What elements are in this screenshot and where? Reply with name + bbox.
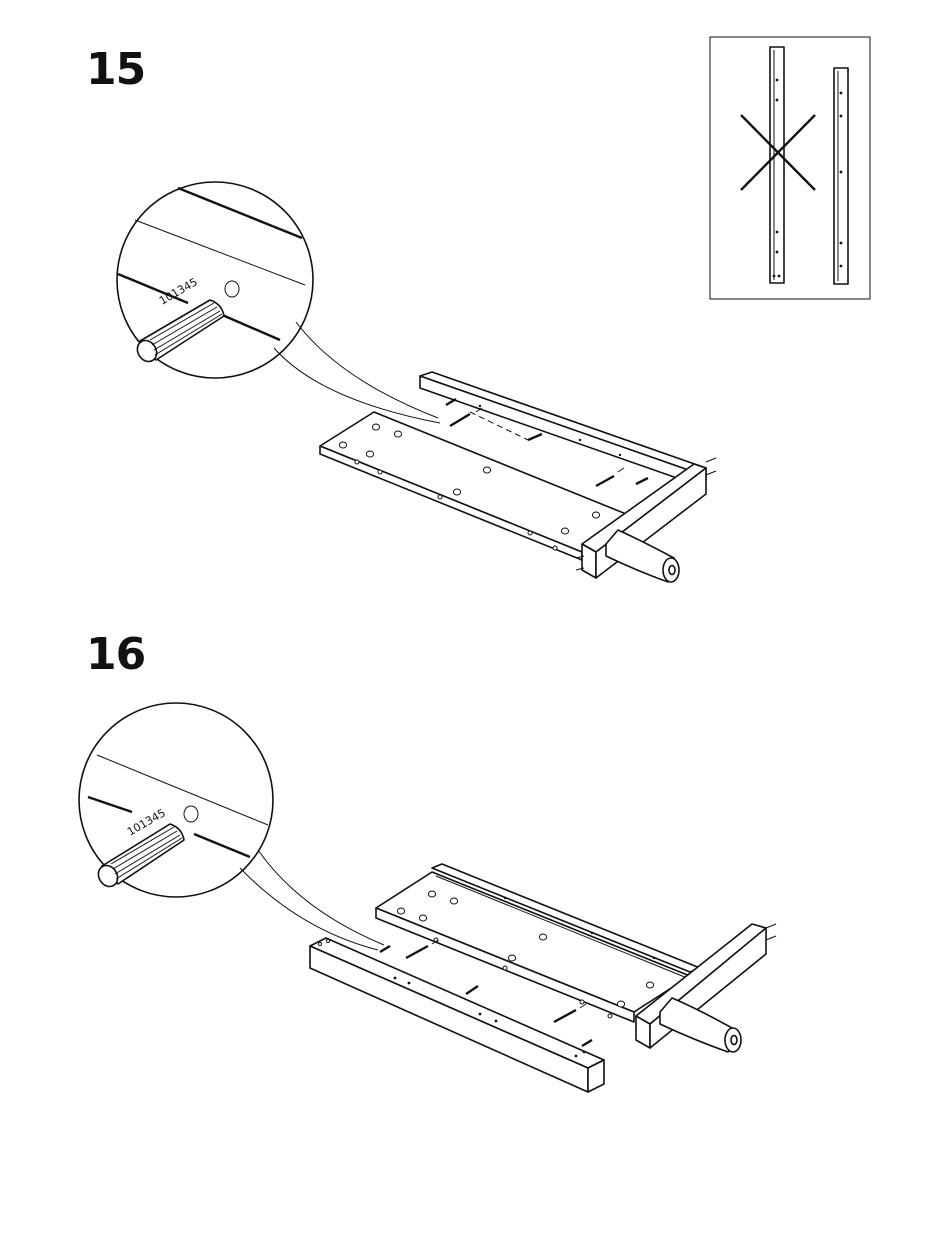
wrong-rail <box>770 47 784 283</box>
dowel-detail-circle-16: 101345 <box>79 703 384 950</box>
dowel-detail-circle-15: 101345 <box>117 182 440 423</box>
correct-rail <box>834 68 848 284</box>
rail-choice-inset <box>710 37 870 299</box>
